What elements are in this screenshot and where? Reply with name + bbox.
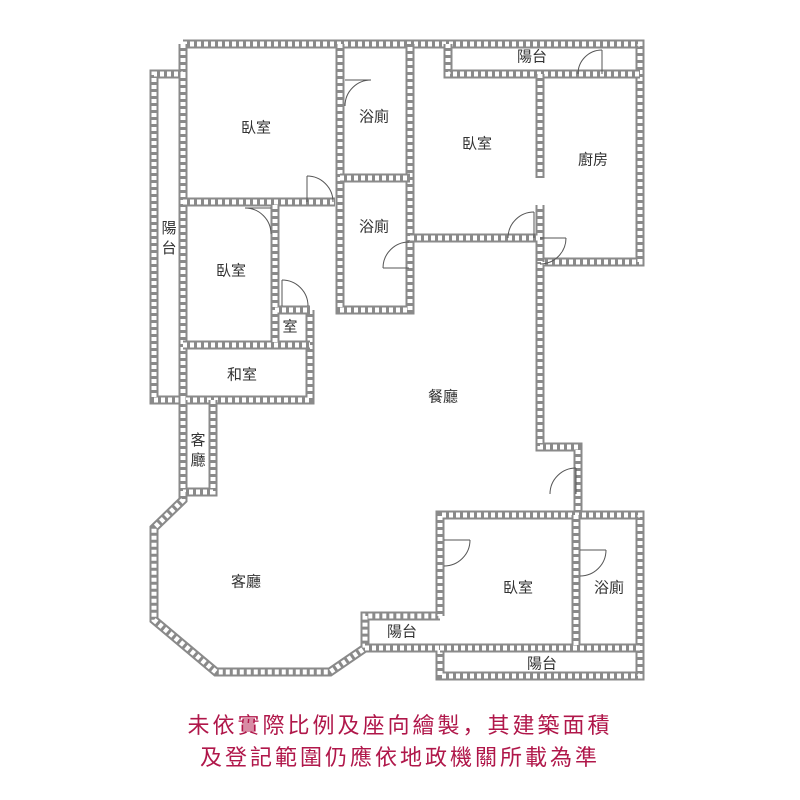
door-bedroom-1 (306, 175, 334, 203)
room-balcony-top: 陽台 (517, 48, 547, 66)
door-bedroom-3 (244, 207, 272, 235)
room-small: 室 (282, 318, 297, 336)
room-bedroom-4: 臥室 (503, 579, 533, 597)
door-bedroom-4 (443, 539, 471, 567)
walls (149, 39, 645, 681)
room-bedroom-2: 臥室 (462, 135, 492, 153)
disclaimer-line-1: 未依實際比例及座向繪製，其建築面積 (187, 714, 613, 739)
room-bedroom-3: 臥室 (216, 262, 246, 280)
room-japanese: 和室 (227, 366, 257, 384)
room-balcony-bottom: 陽台 (527, 655, 557, 673)
wall-bedroom-2 (410, 74, 545, 262)
room-kitchen: 廚房 (578, 151, 608, 169)
room-living: 客廳 (231, 573, 261, 591)
room-labels: 臥室 浴廁 陽台 臥室 廚房 浴廁 臥室 室 和室 餐廳 客廳 臥室 浴廁 陽台… (161, 48, 624, 673)
door-balcony-top (577, 49, 603, 75)
room-dining: 餐廳 (428, 388, 458, 406)
room-guest-small: 客廳 (190, 431, 205, 469)
room-bath-1: 浴廁 (359, 108, 389, 126)
door-bath-3 (579, 549, 607, 577)
room-balcony-small: 陽台 (387, 623, 417, 641)
door-kitchen (539, 237, 567, 265)
door-bath-2 (382, 241, 410, 269)
door-dining (549, 467, 577, 495)
disclaimer-line-2: 及登記範圍仍應依地政機關所載為準 (199, 746, 600, 771)
door-bedroom-2 (507, 211, 535, 239)
room-bath-3: 浴廁 (594, 579, 624, 597)
door-small-room (281, 279, 309, 307)
room-bath-2: 浴廁 (359, 218, 389, 236)
room-balcony-left: 陽台 (161, 219, 176, 257)
door-bath-1 (344, 79, 372, 107)
doors (244, 49, 607, 577)
room-bedroom-1: 臥室 (241, 119, 271, 137)
